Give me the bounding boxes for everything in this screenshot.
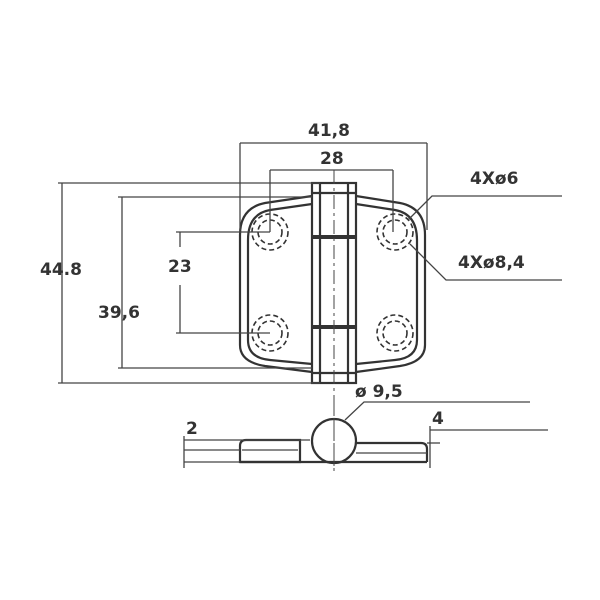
dim-pin-diameter: ø 9,5 [355,382,403,402]
dim-overall-height: 44.8 [40,260,82,280]
hinge-top-view [238,170,427,470]
screw-holes [251,213,414,352]
dim-large-hole: 4Xø8,4 [458,253,525,273]
dim-leaf-height: 39,6 [98,303,140,323]
dim-leaf-thickness: 2 [186,419,198,439]
hinge-side-view [183,400,548,475]
dimension-lines [58,142,562,384]
dim-hole-spacing-vertical: 23 [168,257,192,277]
dim-hole-spacing-horizontal: 28 [320,149,344,169]
knuckle-band [312,235,356,239]
dim-side-height: 4 [432,409,444,429]
dim-small-hole: 4Xø6 [470,169,518,189]
dim-overall-width: 41,8 [308,121,350,141]
